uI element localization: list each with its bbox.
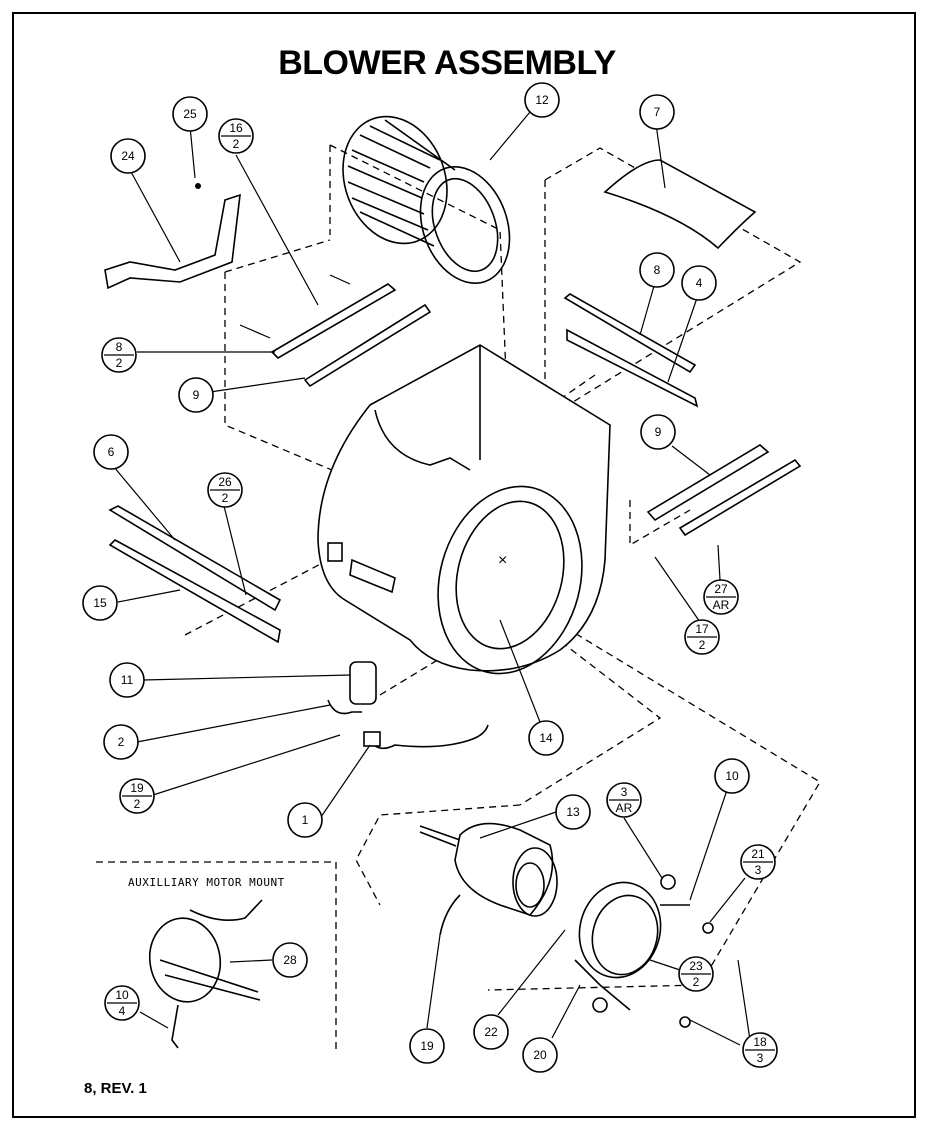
callout-number: 25 [183, 107, 197, 121]
leader-lines [113, 111, 751, 1046]
callout-number: 10 [725, 769, 739, 783]
callout-1: 1 [287, 802, 323, 838]
callout-number: 14 [539, 731, 553, 745]
callout-quantity: 4 [119, 1004, 126, 1018]
callout-19: 19 [409, 1028, 445, 1064]
callout-10: 10 [714, 758, 750, 794]
rail-6 [108, 505, 282, 644]
callout-9: 9 [640, 414, 676, 450]
callout-26-2: 262 [207, 472, 243, 508]
callout-number: 21 [751, 847, 765, 861]
callout-number: 13 [566, 805, 580, 819]
callout-number: 1 [302, 813, 309, 827]
callout-number: 10 [115, 988, 129, 1002]
callout-number: 12 [535, 93, 549, 107]
callout-quantity: 3 [757, 1051, 764, 1065]
callout-10-4: 104 [104, 985, 140, 1021]
callout-quantity: 3 [755, 863, 762, 877]
revision-label: 8, REV. 1 [84, 1080, 147, 1097]
callout-22: 22 [473, 1014, 509, 1050]
callout-24: 24 [110, 138, 146, 174]
diagram-title: BLOWER ASSEMBLY [278, 44, 616, 82]
callout-quantity: 2 [222, 491, 229, 505]
callout-number: 9 [655, 425, 662, 439]
callout-number: 20 [533, 1048, 547, 1062]
callout-number: 23 [689, 959, 703, 973]
callout-number: 27 [714, 582, 728, 596]
callout-17-2: 172 [684, 619, 720, 655]
blower-wheel [342, 115, 511, 284]
blower-motor [419, 822, 558, 936]
callout-number: 19 [130, 781, 144, 795]
callout-number: 6 [108, 445, 115, 459]
callout-15: 15 [82, 585, 118, 621]
svg-text:×: × [498, 552, 507, 569]
capacitor [327, 661, 489, 750]
callout-7: 7 [639, 94, 675, 130]
assembly-guide-lines [96, 144, 821, 1050]
rail-8 [563, 293, 699, 408]
rail-upper-left [239, 274, 432, 388]
callout-13: 13 [555, 794, 591, 830]
callout-18-3: 183 [742, 1032, 778, 1068]
drawing-border [12, 12, 916, 1118]
callout-number: 26 [218, 475, 232, 489]
callout-number: 24 [121, 149, 135, 163]
callout-number: 17 [695, 622, 709, 636]
callout-12: 12 [524, 82, 560, 118]
callout-28: 28 [272, 942, 308, 978]
callout-quantity: 2 [693, 975, 700, 989]
blower-housing: × [317, 344, 611, 675]
cover-7 [603, 159, 757, 250]
callout-11: 11 [109, 662, 145, 698]
callout-quantity: 2 [116, 356, 123, 370]
inset-title: AUXILLIARY MOTOR MOUNT [128, 876, 285, 889]
callout-8-2: 82 [101, 337, 137, 373]
motor-mount [574, 874, 714, 1028]
callout-number: 3 [621, 785, 628, 799]
callout-quantity: AR [713, 598, 730, 612]
rail-9-right [646, 444, 802, 537]
callout-number: 7 [654, 105, 661, 119]
callout-number: 4 [696, 276, 703, 290]
callout-quantity: 2 [233, 137, 240, 151]
callout-number: 19 [420, 1039, 434, 1053]
callout-3-AR: 3AR [606, 782, 642, 818]
callout-21-3: 213 [740, 844, 776, 880]
auxiliary-motor-mount [148, 899, 263, 1049]
callout-2: 2 [103, 724, 139, 760]
callout-number: 9 [193, 388, 200, 402]
callout-number: 18 [753, 1035, 767, 1049]
callout-quantity: AR [616, 801, 633, 815]
callout-number: 2 [118, 735, 125, 749]
callout-20: 20 [522, 1037, 558, 1073]
callout-number: 16 [229, 121, 243, 135]
callout-number: 15 [93, 596, 107, 610]
callout-number: 22 [484, 1025, 498, 1039]
callout-23-2: 232 [678, 956, 714, 992]
callout-9: 9 [178, 377, 214, 413]
callout-14: 14 [528, 720, 564, 756]
callout-balloons: 251622412784829626291527AR17211142192110… [82, 82, 778, 1073]
callout-number: 8 [116, 340, 123, 354]
callout-16-2: 162 [218, 118, 254, 154]
bracket-24 [104, 183, 241, 290]
callout-19-2: 192 [119, 778, 155, 814]
callout-25: 25 [172, 96, 208, 132]
callout-quantity: 2 [134, 797, 141, 811]
callout-number: 8 [654, 263, 661, 277]
callout-quantity: 2 [699, 638, 706, 652]
callout-6: 6 [93, 434, 129, 470]
callout-number: 28 [283, 953, 297, 967]
callout-4: 4 [681, 265, 717, 301]
callout-8: 8 [639, 252, 675, 288]
callout-number: 11 [121, 673, 134, 687]
